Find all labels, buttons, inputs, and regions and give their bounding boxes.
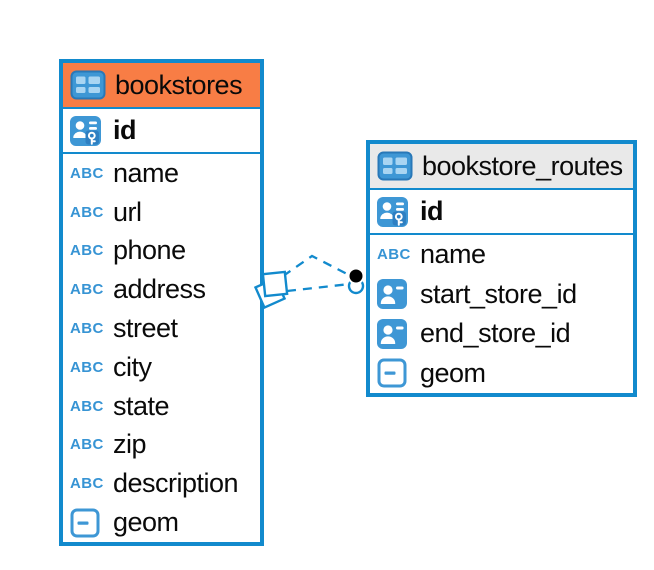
column-name: end_store_id (420, 318, 571, 349)
relationship-line[interactable] (282, 254, 352, 278)
text-type-icon: ABC (70, 281, 104, 299)
table-icon (70, 70, 107, 100)
column-name: id (113, 115, 137, 145)
column-name: zip (113, 429, 147, 460)
column-name: phone (113, 235, 186, 266)
column-name: address (113, 274, 206, 305)
text-type-icon: ABC (70, 397, 104, 415)
text-type-icon: ABC (70, 164, 104, 182)
column-row-geom[interactable]: geom (370, 354, 633, 394)
text-type-icon: ABC (377, 246, 411, 264)
relation-target-marker (347, 267, 365, 285)
column-row-city[interactable]: ABC city (63, 348, 260, 387)
column-row-description[interactable]: ABC description (63, 464, 260, 503)
column-row-name[interactable]: ABC name (63, 154, 260, 193)
column-name: street (113, 313, 178, 344)
column-name: start_store_id (420, 278, 577, 309)
column-row-id[interactable]: id (63, 109, 260, 154)
column-row-zip[interactable]: ABC zip (63, 426, 260, 465)
relation-target-marker (347, 277, 365, 295)
text-type-icon: ABC (70, 320, 104, 338)
column-row-street[interactable]: ABC street (63, 309, 260, 348)
column-name: city (113, 351, 152, 382)
column-name: geom (113, 507, 179, 538)
column-row-url[interactable]: ABC url (63, 193, 260, 232)
column-row-state[interactable]: ABC state (63, 387, 260, 426)
column-row-phone[interactable]: ABC phone (63, 232, 260, 271)
column-row-address[interactable]: ABC address (63, 270, 260, 309)
table-header[interactable]: bookstore_routes (370, 144, 633, 190)
text-type-icon: ABC (70, 203, 104, 221)
column-row-id[interactable]: id (370, 190, 633, 235)
foreign-key-icon (377, 318, 414, 349)
table-title: bookstore_routes (422, 150, 623, 181)
primary-key-icon (377, 196, 414, 227)
column-name: name (113, 157, 179, 188)
column-row-geom[interactable]: geom (63, 503, 260, 542)
column-row-start_store_id[interactable]: start_store_id (370, 275, 633, 315)
relation-source-marker (261, 270, 289, 298)
table-title: bookstores (115, 69, 243, 100)
table-icon (377, 151, 414, 181)
column-name: geom (420, 357, 486, 388)
primary-key-icon (70, 115, 107, 146)
column-name: name (420, 239, 486, 270)
column-name: url (113, 196, 142, 227)
column-row-name[interactable]: ABC name (370, 235, 633, 275)
column-row-end_store_id[interactable]: end_store_id (370, 314, 633, 354)
text-type-icon: ABC (70, 358, 104, 376)
geometry-type-icon (377, 358, 414, 388)
geometry-type-icon (70, 508, 107, 538)
text-type-icon: ABC (70, 436, 104, 454)
column-name: id (420, 196, 444, 226)
column-name: state (113, 390, 170, 421)
text-type-icon: ABC (70, 242, 104, 260)
foreign-key-icon (377, 279, 414, 310)
text-type-icon: ABC (70, 475, 104, 493)
relationship-line[interactable] (286, 282, 351, 293)
column-name: description (113, 468, 239, 499)
table-header[interactable]: bookstores (63, 63, 260, 109)
